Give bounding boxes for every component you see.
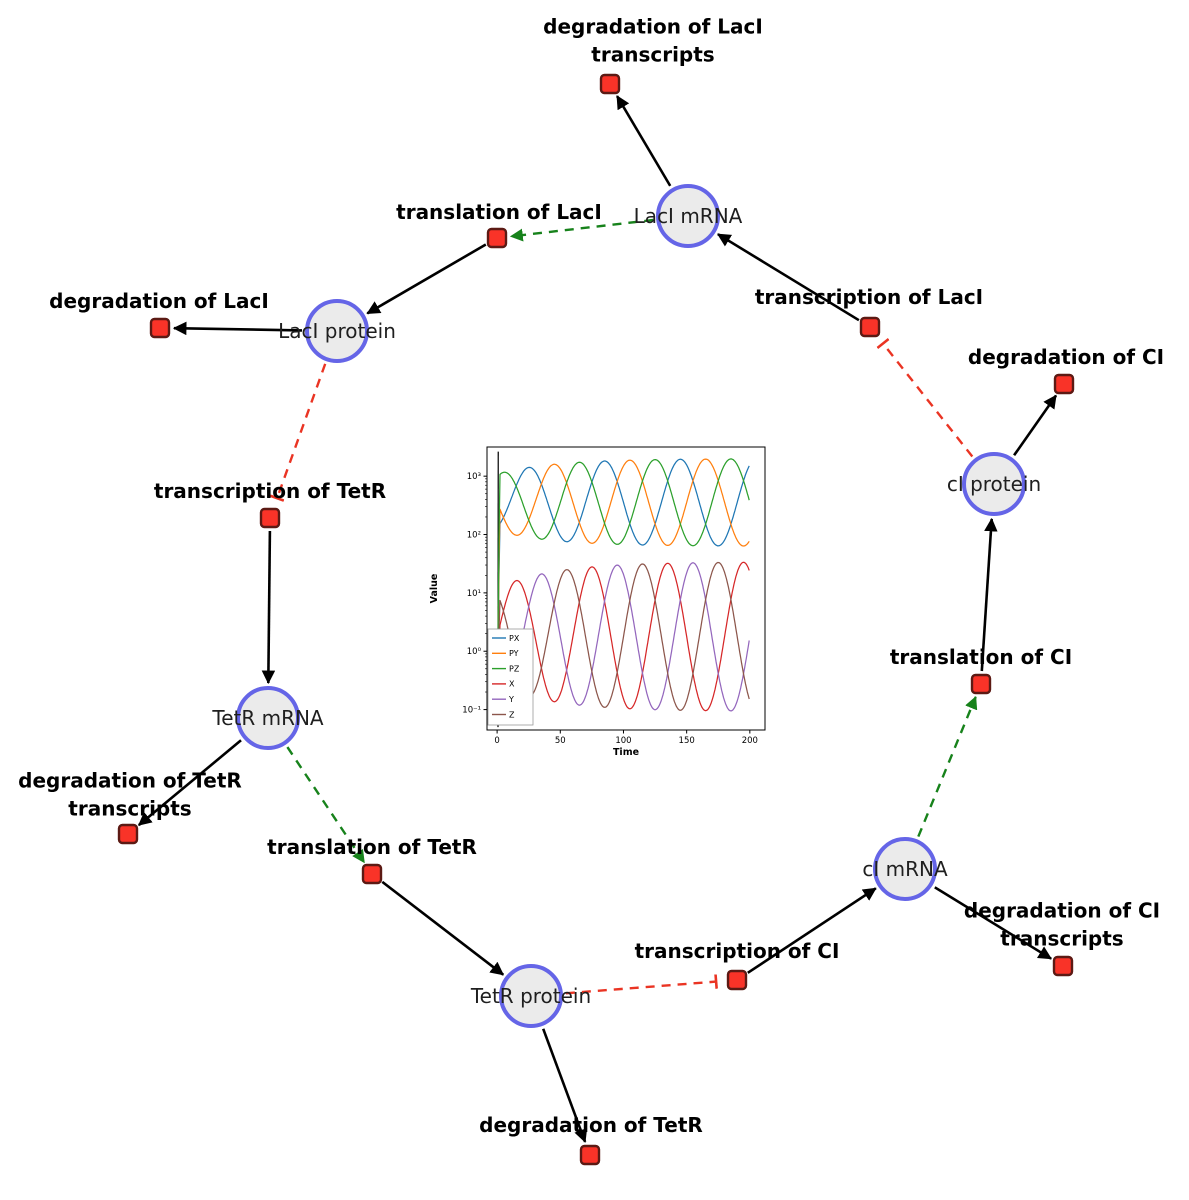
- species-node-tetr-mrna: [236, 686, 300, 750]
- edge-group: [137, 95, 1058, 1143]
- y-tick-label: 10⁻¹: [462, 706, 481, 716]
- legend-label-X: X: [509, 680, 515, 689]
- node-group: [117, 73, 1075, 1166]
- legend-label-Z: Z: [509, 710, 515, 719]
- reaction-node-transl-tetr: [361, 863, 383, 885]
- reaction-node-deg-ci: [1053, 373, 1075, 395]
- y-tick-label: 10¹: [467, 589, 481, 599]
- legend-box: [487, 628, 534, 726]
- edge-transl-tetr-tetr-protein: [381, 880, 505, 976]
- y-axis-label: Value: [429, 574, 440, 604]
- x-tick-label: 100: [615, 736, 631, 746]
- species-node-laci-mrna: [656, 184, 720, 248]
- reaction-node-deg-tetr-transcripts: [117, 823, 139, 845]
- species-node-ci-mrna: [873, 837, 937, 901]
- x-tick-label: 0: [494, 736, 499, 746]
- reaction-node-deg-laci: [149, 317, 171, 339]
- species-node-ci-protein: [962, 452, 1026, 516]
- y-tick-label: 10⁰: [467, 647, 482, 657]
- reaction-node-tx-ci: [726, 969, 748, 991]
- edge-laci-mrna-transl-laci: [509, 218, 654, 242]
- edge-tetr-mrna-deg-tetr-transcripts: [137, 739, 242, 827]
- series-line-PY: [496, 458, 750, 725]
- legend-label-Y: Y: [508, 695, 514, 704]
- reaction-node-transl-ci: [970, 673, 992, 695]
- edge-transl-ci-ci-protein: [980, 517, 998, 672]
- species-node-tetr-protein: [499, 964, 563, 1028]
- x-axis-label: Time: [613, 747, 639, 758]
- y-tick-label: 10³: [467, 472, 481, 482]
- legend-label-PZ: PZ: [509, 664, 520, 673]
- x-tick-label: 150: [679, 736, 695, 746]
- legend-label-PX: PX: [509, 634, 520, 643]
- series-line-PZ: [496, 458, 750, 725]
- edge-laci-mrna-deg-laci-transcripts: [615, 95, 672, 187]
- edge-tetr-protein-deg-tetr: [541, 1028, 588, 1143]
- reaction-node-deg-tetr: [579, 1144, 601, 1166]
- reaction-node-tx-tetr: [259, 507, 281, 529]
- edge-tx-laci-laci-mrna: [716, 233, 860, 322]
- series-line-PX: [496, 458, 750, 725]
- y-tick-label: 10²: [467, 531, 481, 541]
- legend-label-PY: PY: [509, 649, 519, 658]
- edge-laci-protein-tx-tetr: [269, 363, 327, 502]
- edge-ci-protein-deg-ci: [1013, 394, 1058, 457]
- edge-tetr-mrna-transl-tetr: [286, 746, 366, 864]
- reaction-node-deg-ci-transcripts: [1052, 955, 1074, 977]
- x-tick-label: 50: [555, 736, 566, 746]
- edge-ci-mrna-transl-ci: [917, 695, 978, 838]
- x-tick-label: 200: [742, 736, 758, 746]
- edge-ci-mrna-deg-ci-transcripts: [934, 886, 1053, 960]
- reaction-node-deg-laci-transcripts: [599, 73, 621, 95]
- reaction-node-tx-laci: [859, 316, 881, 338]
- edge-tx-ci-ci-mrna: [747, 887, 877, 974]
- species-node-laci-protein: [305, 299, 369, 363]
- edge-transl-laci-laci-protein: [366, 243, 487, 315]
- series-line-Z: [496, 561, 750, 725]
- edge-ci-protein-tx-laci: [876, 338, 974, 458]
- edge-laci-protein-deg-laci: [172, 321, 303, 336]
- reaction-node-transl-laci: [486, 227, 508, 249]
- edge-tetr-protein-tx-ci: [565, 974, 718, 995]
- series-line-Y: [496, 562, 750, 725]
- edge-tx-tetr-tetr-mrna: [261, 530, 276, 685]
- series-line-X: [496, 561, 750, 725]
